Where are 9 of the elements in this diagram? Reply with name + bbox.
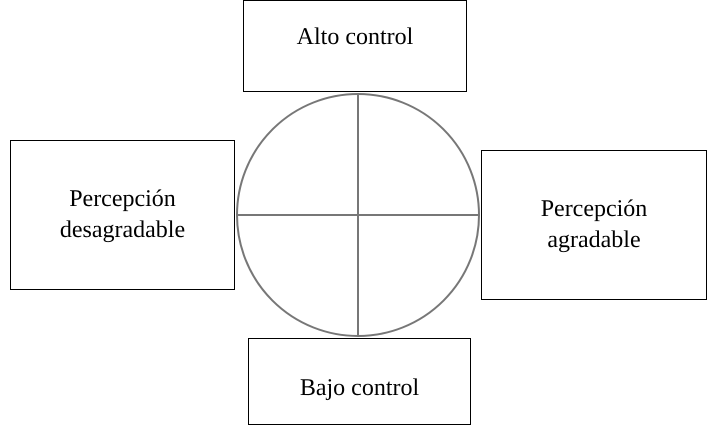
- box-label: Alto control: [296, 23, 414, 52]
- label-box: [10, 140, 235, 290]
- box-label: Percepción agradable: [540, 194, 648, 255]
- box-label: Bajo control: [300, 374, 420, 403]
- label-box: [481, 150, 707, 300]
- box-label: Percepción desagradable: [58, 184, 186, 245]
- label-box: [248, 338, 471, 425]
- label-box: [243, 0, 467, 92]
- quadrant-circle: [236, 93, 480, 337]
